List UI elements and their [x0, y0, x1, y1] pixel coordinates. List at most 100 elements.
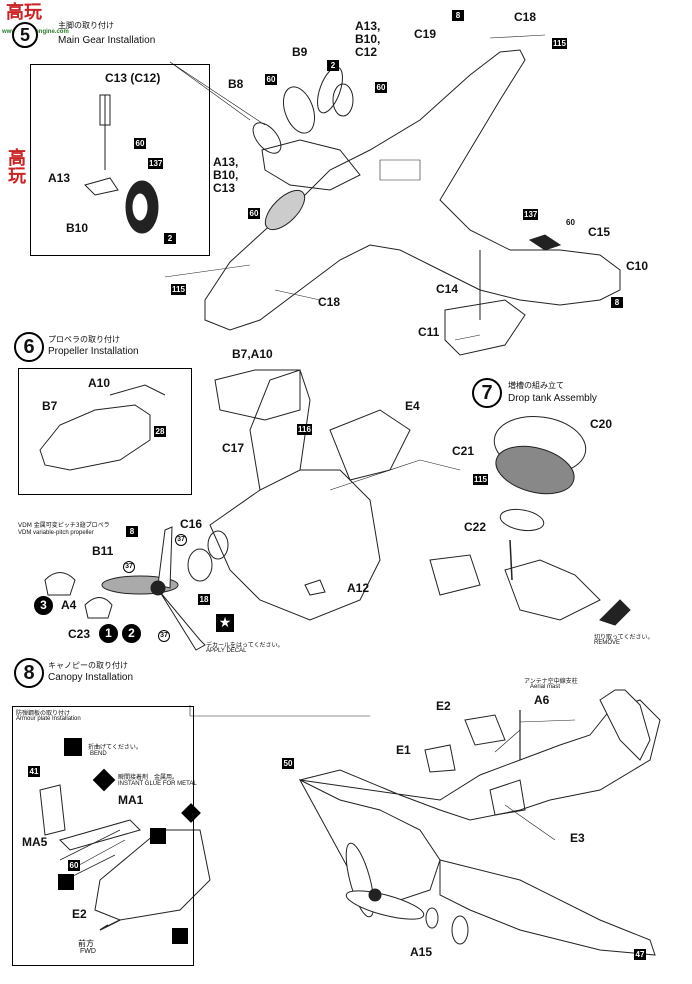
label-b10-inset: B10 [66, 221, 89, 235]
step6-inset-box [18, 368, 192, 495]
label-b8: B8 [228, 77, 244, 91]
watermark-side-text: 高玩 [5, 148, 26, 184]
label-e2-inset: E2 [72, 907, 87, 921]
badge-137-inset: 137 [148, 158, 164, 169]
badge-60-strut: 60 [375, 82, 387, 93]
armour-title-jp: 防弾鋼板の取り付け [16, 710, 71, 717]
label-e4: E4 [405, 399, 420, 413]
label-b7-a10: B7,A10 [232, 347, 273, 361]
aerial-jp: アンテナ空中線支柱 [524, 678, 578, 685]
remove-jp: 切り取ってください。 [594, 634, 654, 641]
badge-18: 18 [198, 594, 210, 605]
label-e1: E1 [396, 743, 411, 757]
label-a13-b10-c12: A13, B10, C12 [355, 19, 381, 59]
label-a15: A15 [410, 945, 433, 959]
aerial-en: Aerial mast [530, 684, 561, 690]
label-ma5: MA5 [22, 835, 48, 849]
label-b9: B9 [292, 45, 308, 59]
badge-115-tank: 115 [473, 474, 488, 485]
bend-icon-3 [150, 828, 166, 844]
circle-1: 1 [99, 624, 118, 643]
step5-inset-box [30, 64, 210, 256]
bend-jp: 折曲げてください。 [88, 744, 142, 751]
label-e3: E3 [570, 831, 585, 845]
label-c16: C16 [180, 517, 203, 531]
badge-60-bay: 60 [248, 208, 260, 219]
glue-en: INSTANT GLUE FOR METAL [118, 781, 197, 787]
label-c11: C11 [418, 325, 440, 339]
circle-37-b: 37 [123, 561, 135, 573]
step8-inset-box [12, 706, 194, 966]
step6-title-en: Propeller Installation [48, 346, 139, 357]
label-c10: C10 [626, 259, 649, 273]
fwd-en: FWD [80, 948, 96, 955]
bend-icon-4 [172, 928, 188, 944]
label-c23: C23 [68, 627, 91, 641]
armour-title-en: Armour plate Installation [16, 716, 81, 722]
step7-title-en: Drop tank Assembly [508, 393, 597, 404]
circle-37-a: 37 [175, 534, 187, 546]
step5-number: 5 [12, 22, 38, 48]
badge-47: 47 [634, 949, 646, 960]
label-60-tail: 60 [566, 218, 575, 227]
circle-37-c: 37 [158, 630, 170, 642]
glue-jp: 瞬間接着剤 金属用。 [118, 774, 179, 781]
label-c22: C22 [464, 520, 487, 534]
step8-title-jp: キャノピーの取り付け [48, 661, 128, 670]
label-a12: A12 [347, 581, 370, 595]
decal-en: APPLY DECAL [206, 648, 247, 654]
label-b11: B11 [92, 544, 114, 558]
label-c14: C14 [436, 282, 459, 296]
step5-title-en: Main Gear Installation [58, 35, 156, 46]
badge-8-tail: 8 [611, 297, 623, 308]
label-c21: C21 [452, 444, 475, 458]
vdm-jp: VDM 金属可変ピッチ3翅プロペラ [18, 522, 110, 529]
decal-jp: デカールをはってください。 [206, 642, 284, 649]
label-a4: A4 [61, 598, 77, 612]
watermark-side: 高玩 [4, 148, 28, 258]
badge-137-tail: 137 [523, 209, 539, 220]
circle-2: 2 [122, 624, 141, 643]
step8-title-en: Canopy Installation [48, 672, 134, 683]
step7-title-jp: 増槽の組み立て [508, 381, 564, 390]
bend-icon-2 [58, 874, 74, 890]
step8-number: 8 [14, 658, 44, 688]
label-e2: E2 [436, 699, 451, 713]
label-c18-top: C18 [514, 10, 537, 24]
badge-60-armour: 60 [68, 860, 80, 871]
badge-28: 28 [154, 426, 166, 437]
badge-8-top: 8 [452, 10, 464, 21]
step6-number: 6 [14, 332, 44, 362]
label-c20: C20 [590, 417, 613, 431]
badge-116: 116 [297, 424, 312, 435]
bend-icon [64, 738, 82, 756]
label-ma1: MA1 [118, 793, 144, 807]
badge-115-top: 115 [552, 38, 567, 49]
label-a13-b10-c13: A13, B10, C13 [213, 155, 239, 195]
label-a13-inset: A13 [48, 171, 71, 185]
bend-en: BEND [90, 751, 107, 757]
fwd-jp: 前方 [78, 939, 94, 948]
watermark-logo-text: 高玩 [6, 2, 42, 23]
badge-115-left: 115 [171, 284, 186, 295]
circle-3: 3 [34, 596, 53, 615]
label-c18-bottom: C18 [318, 295, 341, 309]
badge-2-wheel: 2 [327, 60, 339, 71]
step7-number: 7 [472, 378, 502, 408]
decal-star-icon: ★ [216, 614, 234, 632]
badge-50: 50 [282, 758, 294, 769]
label-a6: A6 [534, 693, 550, 707]
step5-title-jp: 主脚の取り付け [58, 21, 114, 30]
label-b7-inset: B7 [42, 399, 58, 413]
badge-41: 41 [28, 766, 40, 777]
label-c15: C15 [588, 225, 611, 239]
badge-2-inset: 2 [164, 233, 176, 244]
badge-60-inset: 60 [134, 138, 146, 149]
step6-title-jp: プロペラの取り付け [48, 335, 120, 344]
remove-en: REMOVE [594, 640, 621, 646]
label-c17: C17 [222, 441, 245, 455]
label-c19: C19 [414, 27, 437, 41]
badge-60-b8: 60 [265, 74, 277, 85]
vdm-en: VDM variable-pitch propeller [18, 530, 94, 536]
